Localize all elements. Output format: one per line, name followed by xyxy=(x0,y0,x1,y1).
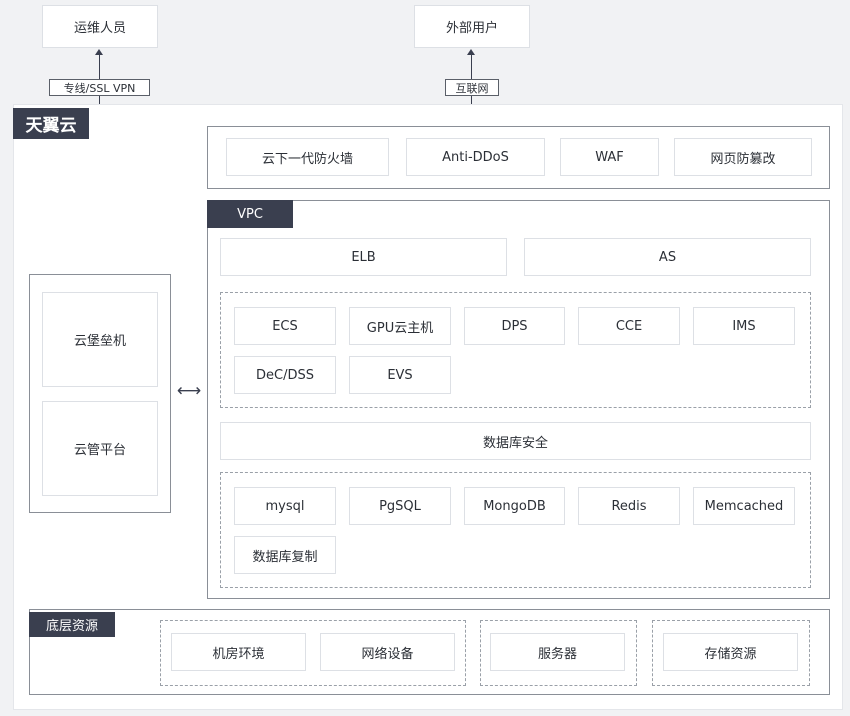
dps: DPS xyxy=(464,307,565,345)
anti-ddos: Anti-DDoS xyxy=(406,138,545,176)
internet-label: 互联网 xyxy=(445,79,499,96)
web-tamper-protection: 网页防篡改 xyxy=(674,138,812,176)
dec-dss: DeC/DSS xyxy=(234,356,336,394)
elb: ELB xyxy=(220,238,507,276)
network-equipment: 网络设备 xyxy=(320,633,455,671)
memcached: Memcached xyxy=(693,487,795,525)
database-security: 数据库安全 xyxy=(220,422,811,460)
mysql: mysql xyxy=(234,487,336,525)
database-replication: 数据库复制 xyxy=(234,536,336,574)
next-gen-firewall: 云下一代防火墙 xyxy=(226,138,389,176)
ims: IMS xyxy=(693,307,795,345)
ops-personnel-node: 运维人员 xyxy=(42,5,158,48)
cce: CCE xyxy=(578,307,680,345)
external-users-node: 外部用户 xyxy=(414,5,530,48)
servers: 服务器 xyxy=(490,633,625,671)
cloud-management-platform: 云管平台 xyxy=(42,401,158,496)
storage-resources: 存储资源 xyxy=(663,633,798,671)
bidirectional-arrow-icon: ⟷ xyxy=(176,381,202,401)
compute-group xyxy=(220,292,811,408)
mongodb: MongoDB xyxy=(464,487,565,525)
infrastructure-title: 底层资源 xyxy=(29,612,115,637)
redis: Redis xyxy=(578,487,680,525)
cloud-title: 天翼云 xyxy=(13,108,89,139)
ecs: ECS xyxy=(234,307,336,345)
infra-group-storage xyxy=(652,620,810,686)
waf: WAF xyxy=(560,138,659,176)
users-arrow-up-icon xyxy=(467,49,475,55)
database-group xyxy=(220,472,811,588)
pgsql: PgSQL xyxy=(349,487,451,525)
infra-group-facility xyxy=(160,620,466,686)
evs: EVS xyxy=(349,356,451,394)
vpn-label: 专线/SSL VPN xyxy=(49,79,150,96)
cloud-bastion-host: 云堡垒机 xyxy=(42,292,158,387)
vpc-title: VPC xyxy=(207,200,293,228)
ops-arrow-up-icon xyxy=(95,49,103,55)
server-room-environment: 机房环境 xyxy=(171,633,306,671)
gpu-host: GPU云主机 xyxy=(349,307,451,345)
as: AS xyxy=(524,238,811,276)
infra-group-servers xyxy=(480,620,637,686)
